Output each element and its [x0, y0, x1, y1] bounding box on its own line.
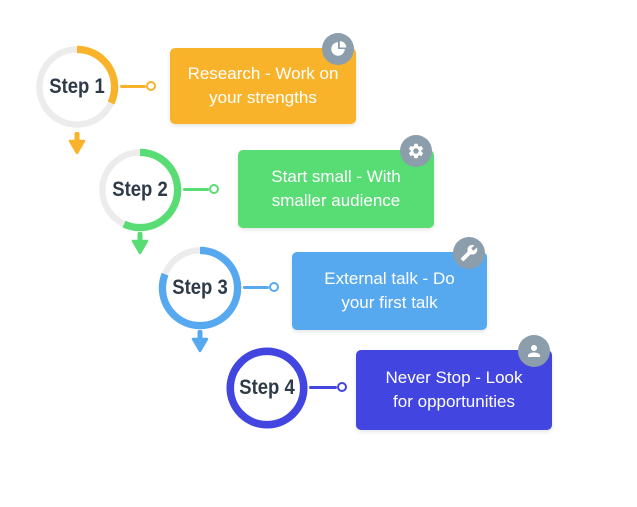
- step-progress-ring: [224, 345, 310, 431]
- card-title-line: your first talk: [341, 293, 438, 312]
- step-progress-ring: [96, 146, 184, 234]
- arrow-down-icon: [189, 329, 211, 359]
- step-label: Step 3: [172, 276, 228, 299]
- card-title-line: External talk - Do: [324, 269, 455, 288]
- card-title-line: smaller audience: [271, 191, 401, 210]
- person-icon: [518, 335, 550, 367]
- gear-icon: [400, 135, 432, 167]
- connector-node: [337, 382, 347, 392]
- step-label: Step 4: [239, 376, 295, 399]
- step-card: External talk - Do your first talk: [292, 252, 487, 330]
- connector-line: [120, 85, 146, 88]
- connector-node: [209, 184, 219, 194]
- card-title-line: Never Stop - Look: [385, 368, 523, 387]
- pie-chart-icon: [322, 33, 354, 65]
- arrow-down-icon: [129, 231, 151, 261]
- step-label: Step 1: [49, 75, 105, 98]
- wrench-icon: [453, 237, 485, 269]
- connector-line: [183, 188, 209, 191]
- step-card: Start small - With smaller audience: [238, 150, 434, 228]
- card-title-line: your strengths: [209, 88, 317, 107]
- step-card: Research - Work on your strengths: [170, 48, 356, 124]
- step-label: Step 2: [112, 178, 168, 201]
- step-progress-ring: [33, 43, 121, 131]
- step-card: Never Stop - Look for opportunities: [356, 350, 552, 430]
- connector-node: [146, 81, 156, 91]
- arrow-down-icon: [66, 131, 88, 161]
- card-title-line: Research - Work on: [187, 64, 339, 83]
- connector-node: [269, 282, 279, 292]
- connector-line: [309, 386, 337, 389]
- card-title-line: for opportunities: [393, 392, 515, 411]
- connector-line: [243, 286, 269, 289]
- card-title-line: Start small - With: [271, 167, 401, 186]
- step-progress-ring: [156, 244, 244, 332]
